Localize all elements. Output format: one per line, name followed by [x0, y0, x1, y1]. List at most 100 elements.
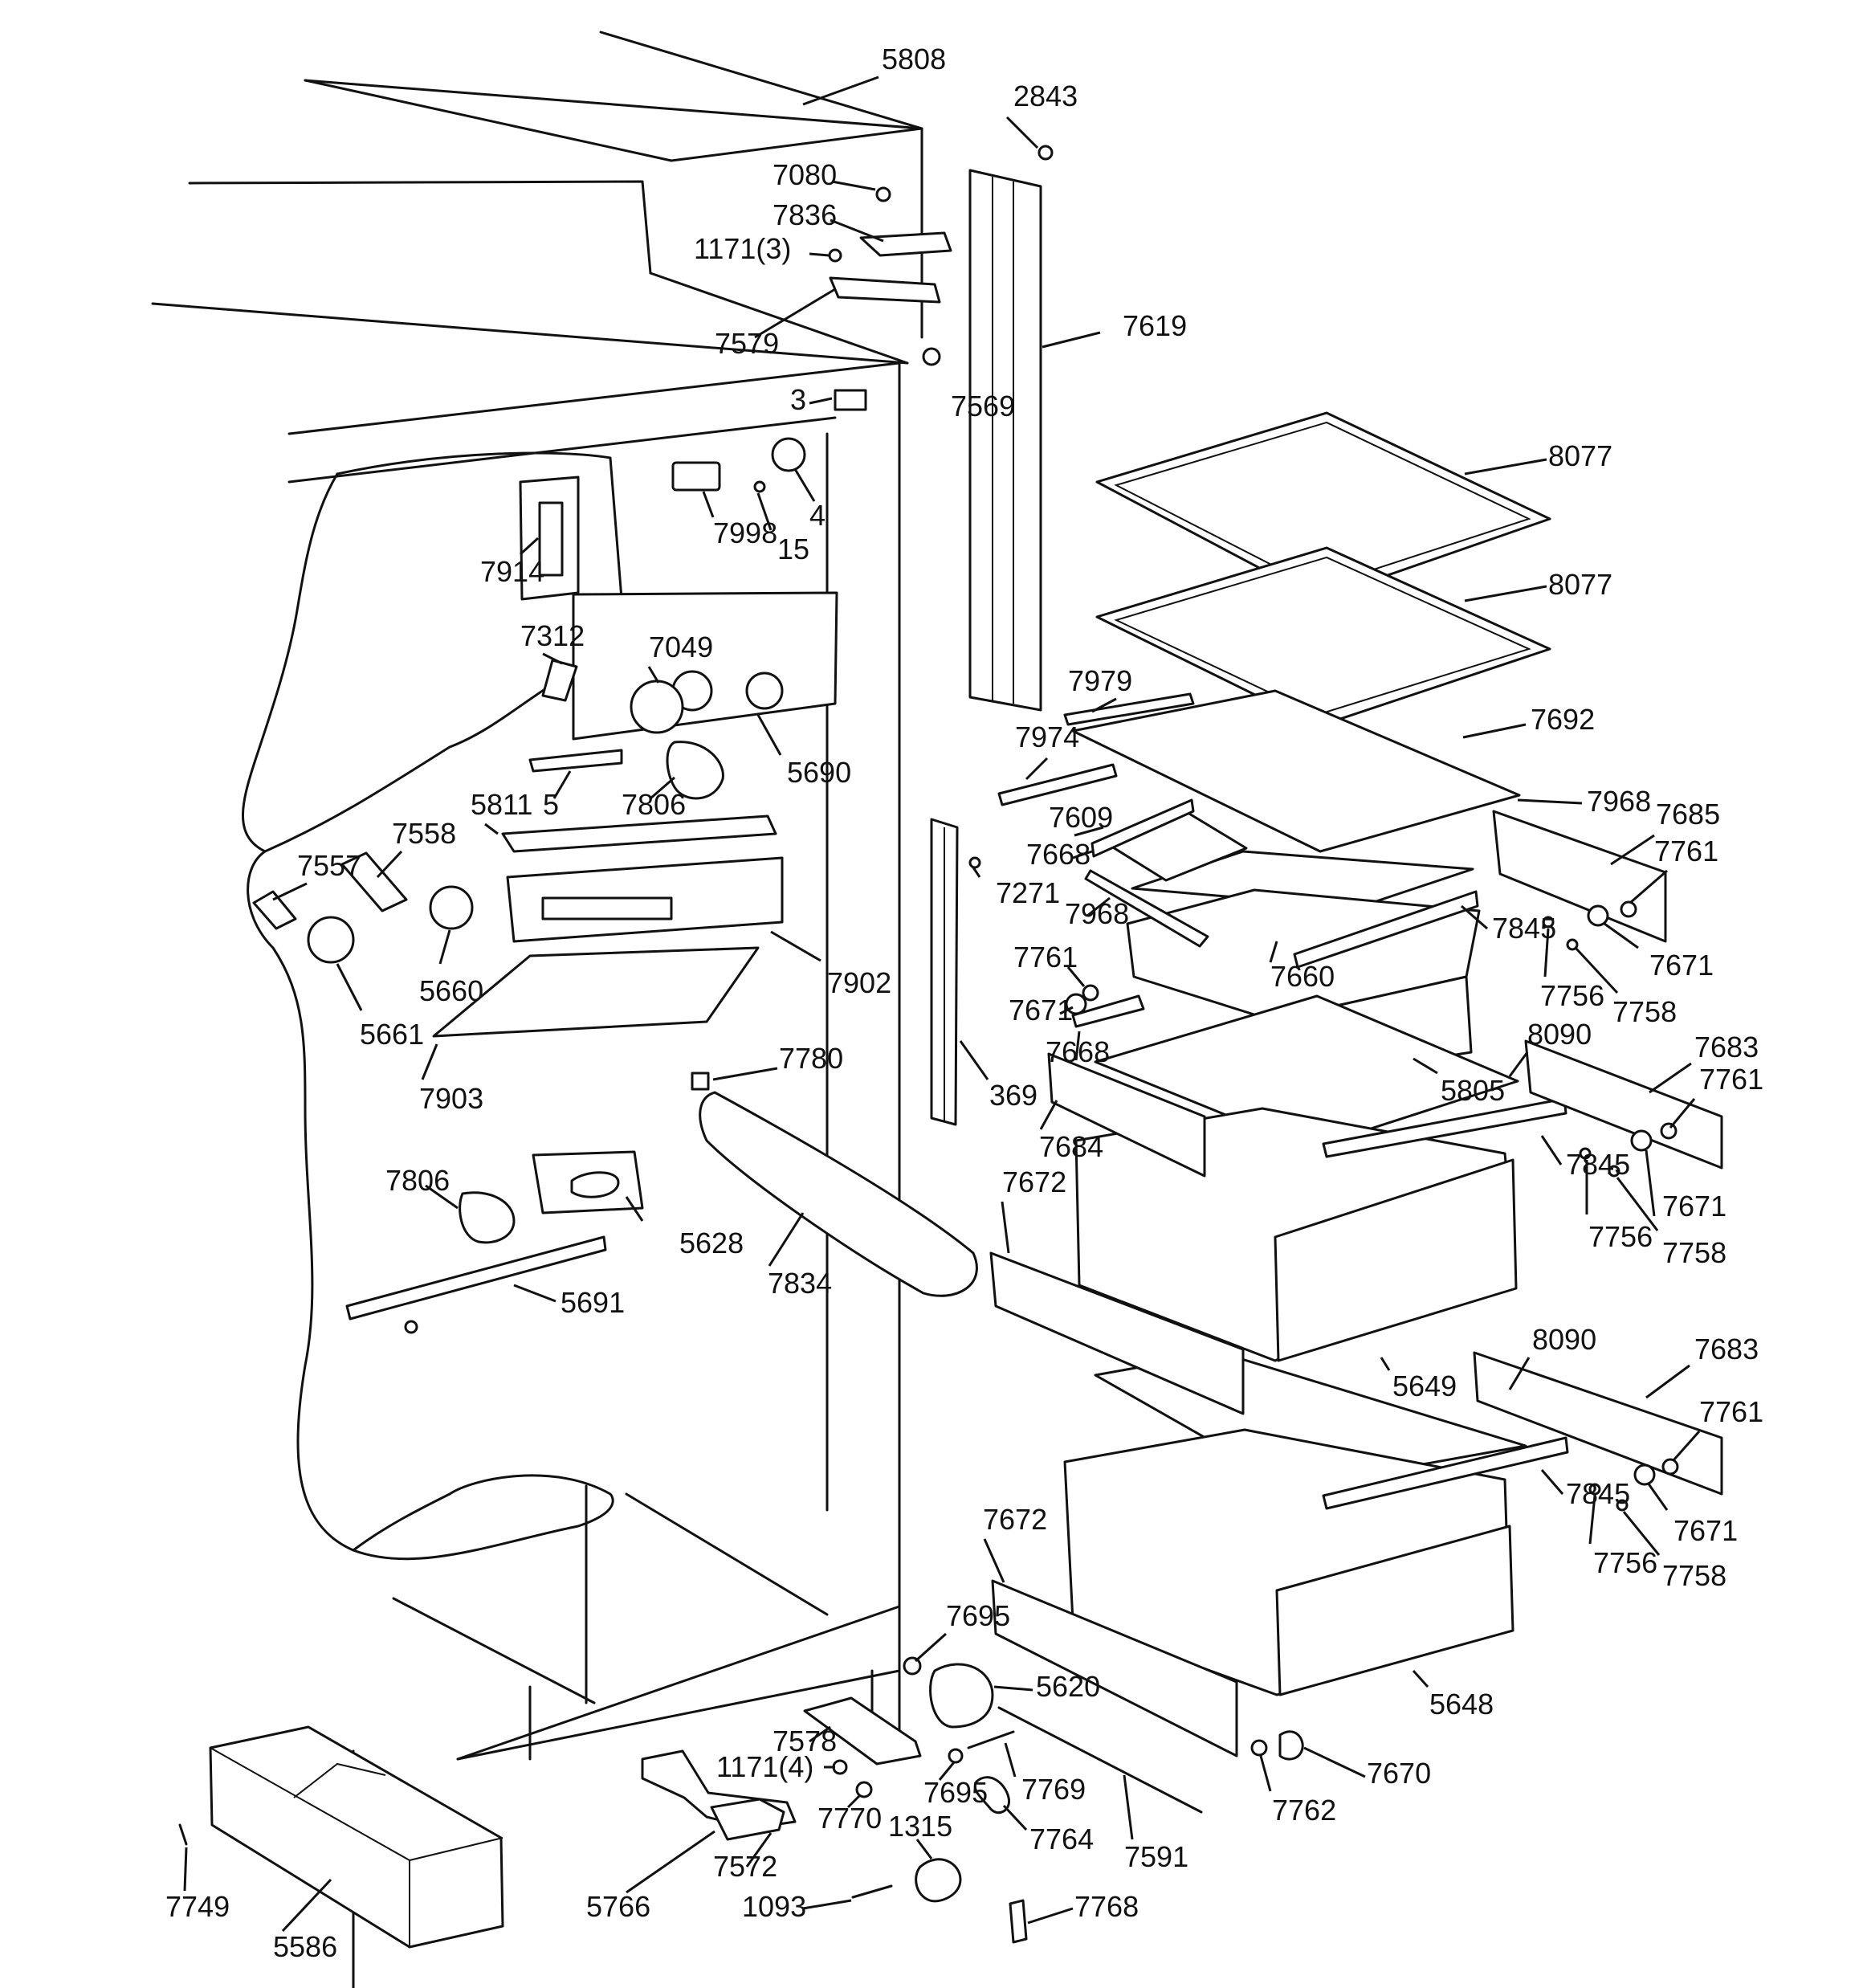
screw-7758-b	[1608, 1165, 1620, 1178]
part-label: 8077	[1548, 439, 1612, 472]
part-label: 5628	[679, 1227, 744, 1259]
upper-hinge-assembly	[828, 145, 1054, 411]
glass-shelves	[997, 411, 1551, 853]
part-label: 7780	[779, 1042, 843, 1075]
screw-7756-a	[1542, 916, 1555, 929]
part-label: 7845	[1566, 1477, 1630, 1510]
screw-1171-4	[832, 1759, 848, 1775]
machine-compartment-cover-5586	[209, 1725, 504, 1949]
bulb-socket-7806	[666, 741, 724, 800]
part-label: 5690	[787, 756, 851, 789]
rail-7845-a	[1293, 890, 1479, 969]
spring-7764	[973, 1776, 1011, 1815]
nut-7761-b	[1082, 984, 1099, 1002]
part-label: 7578	[773, 1725, 837, 1757]
part-label: 7845	[1492, 912, 1556, 945]
hinge-7578	[803, 1696, 922, 1766]
part-label: 7671	[1662, 1190, 1726, 1223]
part-label: 7683	[1694, 1333, 1759, 1365]
part-label: 7671	[1009, 994, 1073, 1027]
rail-5691	[345, 1235, 607, 1321]
strip-7974	[997, 763, 1118, 806]
part-label: 7806	[385, 1164, 450, 1197]
part-label: 5	[543, 788, 559, 821]
part-label: 7572	[713, 1850, 777, 1883]
part-label: 7968	[1065, 897, 1129, 930]
knob-5661	[307, 916, 355, 964]
part-3	[834, 389, 867, 411]
shield-7903	[432, 946, 760, 1038]
screw-15	[753, 480, 766, 493]
control-parts	[519, 437, 838, 800]
bulb-7049	[630, 680, 684, 734]
part-label: 7668	[1046, 1035, 1110, 1068]
bushing-7569	[922, 347, 941, 366]
rail-7845-b	[1322, 1097, 1567, 1158]
pan-5649-front	[1274, 1158, 1518, 1362]
part-label: 7758	[1662, 1236, 1726, 1269]
part-label: 8090	[1527, 1018, 1592, 1051]
screw-7762	[1250, 1739, 1268, 1757]
vertical-trim-7619	[968, 169, 1042, 712]
part-label: 7695	[923, 1776, 988, 1809]
thermostat-7998	[671, 461, 721, 492]
cutaway-left-edge	[242, 472, 339, 853]
part-label: 7768	[1074, 1890, 1139, 1923]
roller-7671-a	[1587, 904, 1609, 927]
part-label: 7979	[1068, 664, 1132, 697]
part-label: 3	[790, 383, 806, 416]
part-label: 5620	[1036, 1670, 1100, 1703]
slide-7672-a	[989, 1251, 1245, 1415]
switch-window	[538, 501, 564, 577]
strip-7979	[1063, 692, 1195, 726]
trim-7834	[699, 1091, 978, 1297]
pin-7749	[178, 1823, 188, 1846]
part-label: 4	[809, 499, 826, 532]
nut-7761-d	[1661, 1458, 1679, 1476]
rail-7845-c	[1322, 1436, 1569, 1510]
rail-7968	[1084, 869, 1209, 948]
part-label: 7764	[1029, 1823, 1094, 1855]
part-label: 1171(4)	[716, 1750, 813, 1783]
switch-4	[771, 437, 806, 472]
part-label: 7672	[1002, 1165, 1066, 1198]
knob-5660	[429, 885, 474, 930]
part-label: 7271	[996, 876, 1060, 909]
vertical-track-369	[930, 818, 959, 1126]
part-label: 7312	[520, 619, 585, 652]
hinge-7836	[859, 231, 952, 257]
part-label: 7591	[1124, 1840, 1188, 1873]
screw-7758-a	[1566, 938, 1579, 951]
part-label: 7671	[1649, 949, 1714, 982]
part-label: 1093	[742, 1890, 806, 1923]
part-label: 7695	[946, 1599, 1010, 1632]
screw-5691	[404, 1320, 418, 1334]
part-label: 8090	[1532, 1323, 1596, 1356]
washer-7695	[948, 1748, 964, 1764]
strip-7668-a	[1090, 798, 1195, 858]
part-label: 8077	[1548, 568, 1612, 601]
shield-parts	[252, 814, 978, 1297]
part-label: 7770	[817, 1802, 882, 1835]
screw-7756-c	[1588, 1483, 1601, 1496]
socket-7806	[459, 1191, 516, 1244]
part-label: 5661	[360, 1018, 424, 1051]
rod-7557	[252, 890, 297, 930]
part-label: 7579	[715, 327, 779, 360]
part-label: 7569	[951, 390, 1015, 423]
part-label: 7756	[1540, 979, 1604, 1012]
part-number-labels: 58082843708078361171(3)75797569761937998…	[165, 43, 1763, 1963]
part-label: 7845	[1566, 1148, 1630, 1181]
nut-7761-a	[1620, 900, 1637, 918]
part-label: 5648	[1429, 1688, 1494, 1721]
part-label: 7660	[1270, 960, 1335, 993]
part-label: 7670	[1367, 1757, 1431, 1790]
part-label: 5660	[419, 974, 483, 1007]
screw-7756-b	[1579, 1147, 1592, 1160]
cylinder-1315	[915, 1858, 962, 1903]
rod-7591	[997, 1706, 1203, 1814]
slide-7684	[1047, 1052, 1206, 1178]
part-label: 7974	[1015, 720, 1079, 753]
block-7312	[541, 659, 578, 702]
